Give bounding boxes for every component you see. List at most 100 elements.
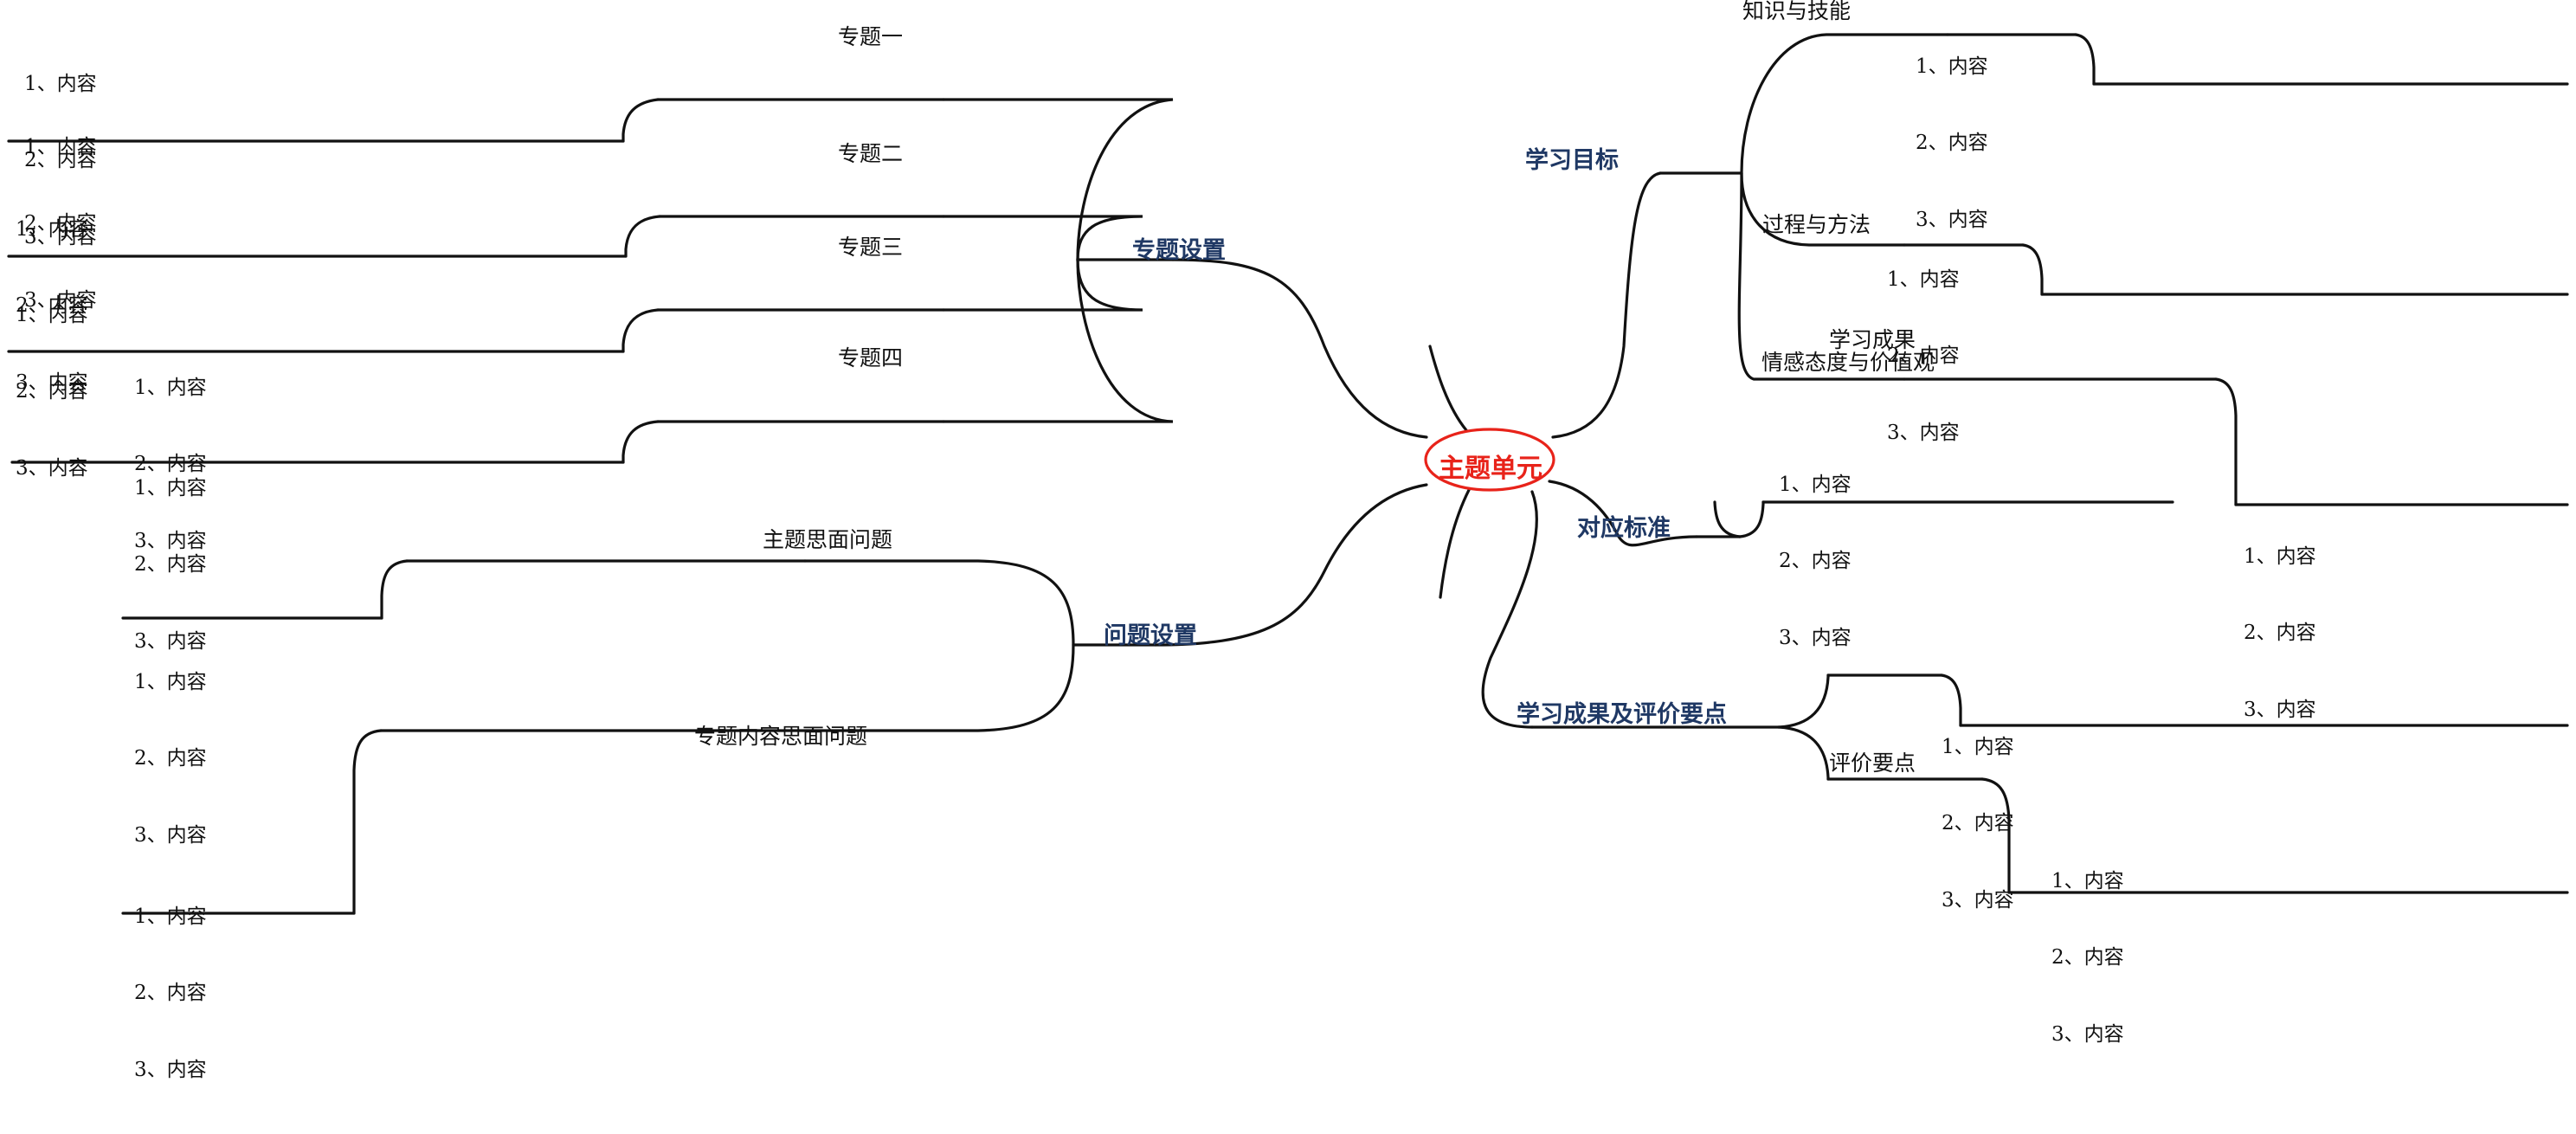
wire-qinggan-taidu bbox=[1737, 171, 1906, 381]
leaf-line: 3、内容 bbox=[16, 370, 88, 394]
leaf-line: 3、内容 bbox=[134, 529, 207, 552]
leaf-block-xuexi-chengguo: 1、内容 2、内容 3、内容 bbox=[1942, 684, 2014, 964]
mind-map-canvas: 主题单元 专题设置 专题一 专题二 专题三 专题四 1、内容 2、内容 3、内容… bbox=[7, 0, 2569, 1081]
wire-zhuanti3 bbox=[942, 258, 1143, 312]
wire-zhuanti1-leaf bbox=[621, 98, 660, 143]
leaf-line: 2、内容 bbox=[134, 553, 207, 577]
node-label-zhuanti-4[interactable]: 专题四 bbox=[838, 345, 904, 370]
wire-qinggan-taidu-leaf bbox=[2214, 377, 2238, 506]
node-label-qinggan-taidu-yu-jiazhiguan[interactable]: 情感态度与价值观 bbox=[1761, 350, 1935, 375]
leaf-line: 2、内容 bbox=[134, 747, 207, 770]
wire-zhuanti-neirong-simian-leaf bbox=[352, 729, 383, 915]
leaf-line: 3、内容 bbox=[16, 456, 88, 480]
wire-zhuti-simian-leaf bbox=[380, 559, 409, 620]
leaf-line: 3、内容 bbox=[134, 823, 207, 847]
leaf-block-zhuanti-3: 1、内容 2、内容 3、内容 bbox=[16, 166, 88, 447]
leaf-line: 3、内容 bbox=[1942, 888, 2014, 912]
wire-guocheng-fangfa-leaf bbox=[2021, 243, 2044, 296]
leaf-line: 1、内容 bbox=[1779, 473, 1852, 496]
wire-xuexi-chengguo-child bbox=[1777, 673, 1830, 729]
node-label-zhuti-simian-wenti[interactable]: 主题思面问题 bbox=[763, 527, 893, 552]
leaf-line: 1、内容 bbox=[2051, 869, 2124, 892]
node-label-xuexi-chengguo[interactable]: 学习成果 bbox=[1829, 327, 1916, 352]
wire-center-to-xuexi-chengguo bbox=[1481, 490, 1538, 729]
leaf-line: 2、内容 bbox=[24, 212, 97, 235]
wire-center-to-duiying-biaozhun bbox=[1548, 480, 1698, 547]
branch-label-xuexi-chengguo-ji-pingjia-yaodian[interactable]: 学习成果及评价要点 bbox=[1517, 701, 1727, 728]
leaf-line: 2、内容 bbox=[1887, 345, 1960, 368]
node-label-zhuanti-3[interactable]: 专题三 bbox=[838, 235, 904, 260]
wire-zhuti-simian bbox=[803, 559, 1075, 647]
wire-center-to-wentishezhi bbox=[1154, 483, 1428, 647]
leaf-line: 2、内容 bbox=[134, 982, 207, 1005]
leaf-line: 3、内容 bbox=[134, 629, 207, 653]
leaf-line: 1、内容 bbox=[1916, 55, 1988, 78]
wire-xuexi-chengguo-leaf bbox=[1940, 673, 1962, 727]
leaf-line: 1、内容 bbox=[16, 217, 88, 241]
connector-lines bbox=[7, 33, 2569, 915]
leaf-line: 2、内容 bbox=[2051, 946, 2124, 970]
node-label-guocheng-yu-fangfa[interactable]: 过程与方法 bbox=[1762, 212, 1871, 237]
leaf-line: 3、内容 bbox=[2244, 698, 2316, 721]
node-label-zhishi-yu-jineng[interactable]: 知识与技能 bbox=[1742, 0, 1852, 23]
leaf-line: 2、内容 bbox=[1779, 550, 1852, 573]
node-label-zhuanti-2[interactable]: 专题二 bbox=[838, 141, 904, 166]
wire-zhuanti4 bbox=[942, 258, 1174, 423]
wire-zhuanti-neirong-simian bbox=[777, 643, 1075, 732]
leaf-line: 1、内容 bbox=[134, 905, 207, 928]
leaf-line: 1、内容 bbox=[16, 303, 88, 326]
wire-zhuanti2-leaf bbox=[624, 215, 661, 258]
leaf-block-zhuanti-neirong-simian: 1、内容 2、内容 3、内容 bbox=[134, 619, 207, 899]
leaf-line: 3、内容 bbox=[1887, 421, 1960, 444]
leaf-line: 1、内容 bbox=[24, 135, 97, 158]
node-label-zhuanti-1[interactable]: 专题一 bbox=[838, 24, 904, 49]
leaf-line: 2、内容 bbox=[24, 149, 97, 172]
leaf-line: 2、内容 bbox=[2244, 622, 2316, 645]
wire-duiying-biaozhun-child bbox=[1738, 500, 1765, 538]
node-label-zhuanti-neirong-simian-wenti[interactable]: 专题内容思面问题 bbox=[694, 724, 868, 749]
wire-duiying-biaozhun-leaf bbox=[1713, 500, 1742, 538]
wire-pingjia-yaodian-child bbox=[1777, 725, 1830, 781]
branch-label-duiying-biaozhun[interactable]: 对应标准 bbox=[1577, 515, 1671, 542]
wire-zhuanti1 bbox=[942, 98, 1174, 261]
branch-label-xuexi-mubiao[interactable]: 学习目标 bbox=[1525, 147, 1619, 174]
wire-center-bottom-stub bbox=[1439, 488, 1471, 599]
leaf-block-duiying-biaozhun: 1、内容 2、内容 3、内容 bbox=[2244, 493, 2316, 774]
leaf-block-zhuti-simian: 1、内容 2、内容 3、内容 bbox=[134, 425, 207, 706]
wire-zhuanti2 bbox=[942, 215, 1143, 261]
leaf-line: 2、内容 bbox=[16, 294, 88, 318]
branch-label-wenti-shezhi[interactable]: 问题设置 bbox=[1104, 622, 1197, 649]
leaf-line: 3、内容 bbox=[1916, 208, 1988, 231]
leaf-line: 2、内容 bbox=[134, 453, 207, 476]
leaf-line: 3、内容 bbox=[1779, 626, 1852, 649]
center-node-label[interactable]: 主题单元 bbox=[1439, 454, 1542, 484]
leaf-line: 2、内容 bbox=[16, 380, 88, 403]
wire-zhuanti4-leaf bbox=[621, 420, 660, 464]
leaf-line: 2、内容 bbox=[1916, 132, 1988, 155]
leaf-block-wenti-4: 1、内容 2、内容 3、内容 bbox=[134, 854, 207, 1134]
leaf-line: 3、内容 bbox=[24, 225, 97, 248]
wire-center-to-xuexi-mubiao bbox=[1551, 171, 1662, 439]
leaf-line: 1、内容 bbox=[24, 72, 97, 95]
wire-center-top-stub bbox=[1428, 345, 1468, 432]
leaf-block-zhuanti-4: 1、内容 2、内容 3、内容 bbox=[16, 252, 88, 532]
branch-label-zhuanti-shezhi[interactable]: 专题设置 bbox=[1132, 237, 1226, 264]
leaf-line: 2、内容 bbox=[1942, 812, 2014, 835]
leaf-line: 1、内容 bbox=[134, 670, 207, 693]
wire-center-to-zhuantishezhi bbox=[1171, 258, 1428, 439]
leaf-block-guocheng-fangfa: 1、内容 2、内容 3、内容 bbox=[1887, 216, 1960, 497]
wire-zhishi-jineng bbox=[1740, 33, 1949, 175]
leaf-line: 3、内容 bbox=[24, 288, 97, 312]
leaf-block-pingjia-yaodian: 1、内容 2、内容 3、内容 bbox=[2051, 818, 2124, 1099]
node-label-pingjia-yaodian[interactable]: 评价要点 bbox=[1829, 751, 1916, 776]
leaf-line: 1、内容 bbox=[134, 376, 207, 399]
leaf-block-wenti-1: 1、内容 2、内容 3、内容 bbox=[134, 325, 207, 605]
leaf-block-zhuanti-2: 1、内容 2、内容 3、内容 bbox=[24, 84, 97, 364]
leaf-line: 1、内容 bbox=[1942, 735, 2014, 758]
wire-pingjia-yaodian-leaf bbox=[1980, 777, 2011, 894]
center-node-ellipse[interactable] bbox=[1424, 428, 1555, 492]
leaf-line: 3、内容 bbox=[2051, 1022, 2124, 1046]
leaf-line: 3、内容 bbox=[134, 1058, 207, 1081]
leaf-block-zhishi-jineng: 1、内容 2、内容 3、内容 bbox=[1916, 3, 1988, 284]
leaf-line: 1、内容 bbox=[1887, 267, 1960, 291]
